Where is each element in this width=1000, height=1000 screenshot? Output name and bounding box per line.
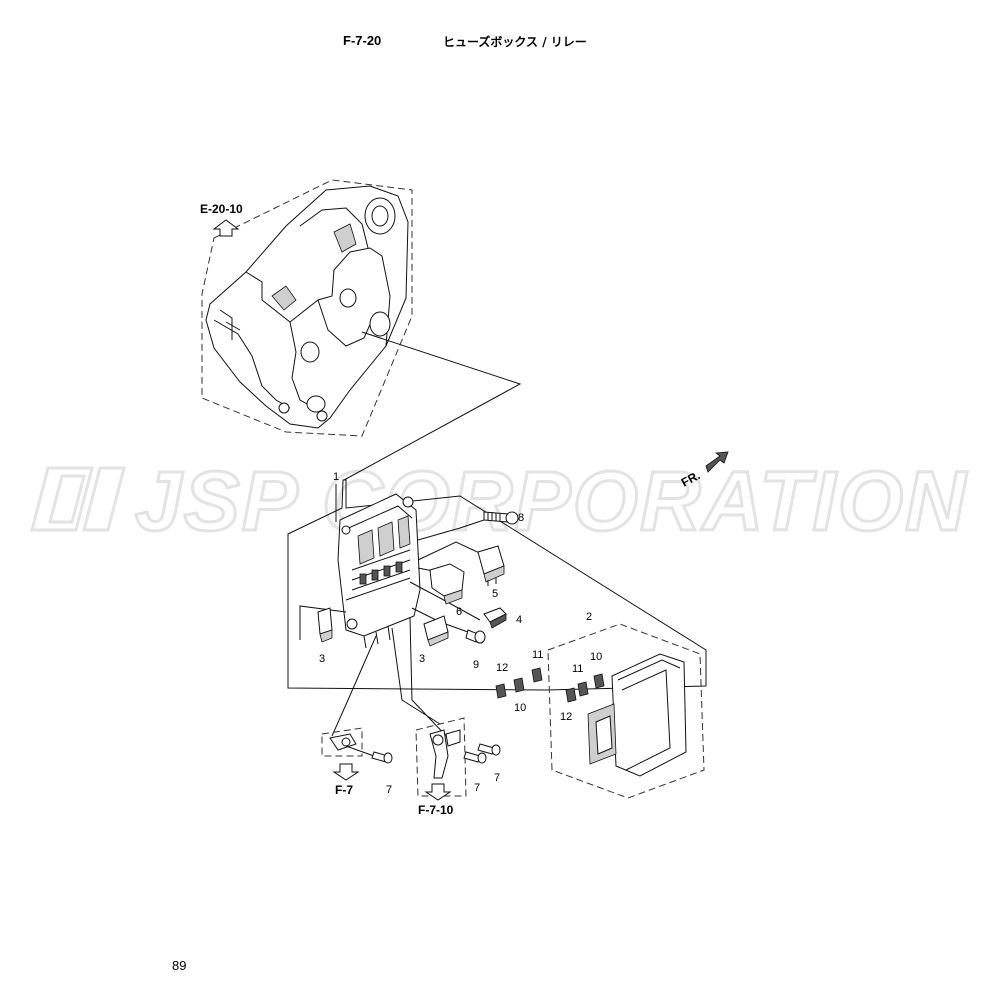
callout-6[interactable]: 6 <box>456 606 462 618</box>
diagram-code: F-7-20 <box>343 33 382 48</box>
arrow-up-icon <box>212 219 240 237</box>
callout-3a[interactable]: 3 <box>319 653 325 665</box>
fuse-set-right <box>565 673 605 703</box>
leader-cover-to-box <box>343 331 522 481</box>
arrow-down-icon-f7 <box>332 763 360 781</box>
page-number: 89 <box>172 958 187 973</box>
bolt-9 <box>465 629 486 644</box>
callout-9[interactable]: 9 <box>473 659 479 671</box>
callout-7b[interactable]: 7 <box>474 782 480 794</box>
front-arrow-icon <box>705 451 729 473</box>
leader-f7-10b <box>409 617 451 741</box>
f7-10-group <box>415 717 501 801</box>
connector-3a <box>317 607 333 643</box>
fuse-set-left <box>495 667 543 699</box>
ref-e-20-10[interactable]: E-20-10 <box>200 202 243 216</box>
callout-7c[interactable]: 7 <box>494 772 500 784</box>
cover-outline <box>547 623 705 799</box>
callout-4[interactable]: 4 <box>516 614 522 626</box>
callout-1[interactable]: 1 <box>333 471 339 483</box>
engine-cover-group: E-20-10 <box>200 179 413 437</box>
ref-f-7[interactable]: F-7 <box>335 783 353 797</box>
callout-12a[interactable]: 12 <box>496 662 508 674</box>
relay-5 <box>477 545 505 586</box>
ref-f-7-10[interactable]: F-7-10 <box>418 803 454 817</box>
connector-3b <box>423 615 449 647</box>
leader-f7 <box>331 635 377 737</box>
fuse-box-cover <box>587 653 687 777</box>
fuse-4 <box>483 607 507 629</box>
relay-6 <box>429 563 465 605</box>
engine-cover <box>205 185 409 429</box>
f7-group <box>321 727 393 781</box>
callout-2[interactable]: 2 <box>586 611 592 623</box>
leader-fuse-4 <box>409 581 481 621</box>
callout-11b[interactable]: 11 <box>572 663 583 675</box>
fuse-box <box>337 493 421 649</box>
bolt-8 <box>483 511 519 525</box>
callout-3b[interactable]: 3 <box>419 653 425 665</box>
arrow-down-icon-f7-10 <box>424 783 452 801</box>
callout-8[interactable]: 8 <box>518 512 524 524</box>
callout-7a[interactable]: 7 <box>386 784 392 796</box>
watermark-text: JSP CORPORATION <box>135 454 968 548</box>
callout-10b[interactable]: 10 <box>590 651 602 663</box>
callout-11a[interactable]: 11 <box>532 649 543 661</box>
callout-12b[interactable]: 12 <box>560 711 572 723</box>
leader-relay-5 <box>417 541 487 561</box>
watermark: JSP CORPORATION <box>30 453 968 550</box>
callout-10a[interactable]: 10 <box>514 702 526 714</box>
callouts: 1 2 3 3 4 5 6 7 7 7 8 9 10 10 11 11 12 1… <box>319 471 602 796</box>
main-outline <box>287 479 707 691</box>
callout-5[interactable]: 5 <box>492 588 498 600</box>
diagram-title: ヒューズボックス / リレー <box>443 35 587 49</box>
